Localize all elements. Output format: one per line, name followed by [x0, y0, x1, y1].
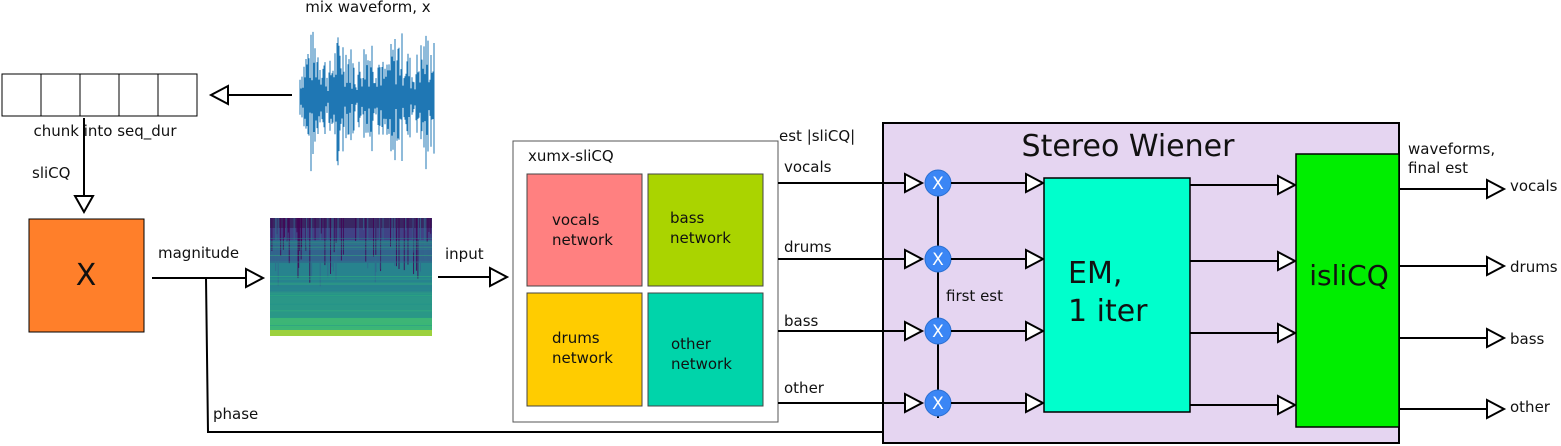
other-network-line1: other [671, 335, 712, 353]
source-row-drums: drums [778, 238, 925, 270]
est-slicq-label: est |sliCQ| [779, 127, 855, 145]
chunk-cells [1, 73, 198, 117]
bass-network-line2: network [670, 229, 731, 247]
bass-network-cell [647, 173, 764, 287]
em-line2: 1 iter [1068, 294, 1148, 329]
output-label-other: other [1510, 398, 1551, 416]
svg-text:X: X [932, 322, 944, 342]
svg-text:X: X [932, 394, 944, 414]
chunk-cell [118, 73, 159, 117]
waveform-to-chunk-arrowhead [208, 84, 229, 106]
multiply-node-drums: X [924, 245, 952, 273]
transform-block [28, 218, 145, 333]
svg-text:X: X [932, 174, 944, 194]
transform-block-label: X [76, 258, 97, 293]
magnitude-spectrogram [270, 218, 432, 336]
to-em-arrows [951, 172, 1046, 414]
other-network-line2: network [671, 355, 732, 373]
vocals-network-line1: vocals [552, 211, 600, 229]
em-block [1043, 177, 1191, 413]
output-label-line2: final est [1408, 159, 1468, 177]
output-bass: bass [1399, 327, 1545, 349]
multiply-node-vocals: X [924, 169, 952, 197]
drums-network-line2: network [552, 349, 613, 367]
drums-network-line1: drums [552, 329, 600, 347]
source-row-vocals: vocals [778, 158, 925, 194]
waveform-trace [299, 31, 435, 172]
to-islicq-arrows [1190, 174, 1298, 416]
xumx-slicq-title: xumx-sliCQ [528, 147, 614, 165]
output-label-line1: waveforms, [1408, 140, 1495, 158]
phase-label: phase [213, 405, 258, 423]
output-drums: drums [1399, 255, 1558, 277]
islicq-label: isliCQ [1309, 259, 1389, 292]
source-label-other: other [784, 379, 825, 397]
magnitude-label: magnitude [158, 244, 239, 262]
output-label-bass: bass [1510, 330, 1545, 348]
first-est-label: first est [946, 287, 1003, 305]
source-row-bass: bass [778, 312, 925, 342]
other-network-cell [647, 292, 764, 407]
svg-text:X: X [932, 250, 944, 270]
bass-network-line1: bass [670, 209, 705, 227]
magnitude-arrowhead [245, 267, 266, 289]
source-label-drums: drums [784, 238, 832, 256]
chunk-cell [79, 73, 120, 117]
source-row-other: other [778, 379, 925, 414]
output-label-drums: drums [1510, 258, 1558, 276]
drums-network-cell [526, 292, 643, 407]
input-arrowhead [489, 266, 510, 288]
output-other: other [1399, 398, 1551, 420]
output-label-vocals: vocals [1510, 177, 1558, 195]
multiply-node-bass: X [924, 317, 952, 345]
em-line1: EM, [1068, 256, 1122, 291]
source-label-bass: bass [784, 312, 819, 330]
chunk-cell [40, 73, 81, 117]
multiply-node-other: X [924, 389, 952, 417]
stereo-wiener-title: Stereo Wiener [1022, 129, 1236, 164]
output-vocals: vocals [1399, 177, 1558, 200]
islicq-block [1295, 153, 1400, 428]
source-label-vocals: vocals [784, 158, 832, 176]
slicq-arrowhead [73, 195, 95, 215]
slicq-label: sliCQ [32, 164, 70, 182]
mix-waveform [299, 31, 435, 172]
vocals-network-cell [526, 173, 643, 287]
waveform-caption: mix waveform, x [305, 0, 430, 16]
chunk-caption: chunk into seq_dur [34, 122, 178, 141]
chunk-cell [1, 73, 42, 117]
chunk-cell [157, 73, 198, 117]
vocals-network-line2: network [552, 231, 613, 249]
input-label: input [445, 245, 484, 263]
